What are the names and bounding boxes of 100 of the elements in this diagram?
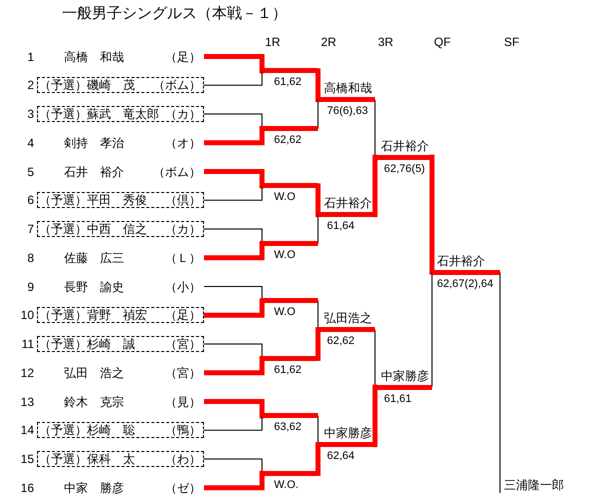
- entry-number: 16: [20, 480, 34, 495]
- player-name: 高橋 和哉: [64, 48, 124, 64]
- club-name: （足）: [165, 308, 201, 322]
- match-score: 62,62: [327, 335, 355, 348]
- player-name: （予選）平田 秀俊: [39, 193, 147, 208]
- player-name: 中家 勝彦: [64, 480, 124, 495]
- player-name: （予選）杉崎 聡: [39, 423, 135, 438]
- player-name: （予選）蘇武 竜太郎: [39, 107, 159, 121]
- round-header: 3R: [378, 35, 394, 49]
- entry-number: 15: [20, 451, 34, 467]
- player-name: 鈴木 克宗: [64, 394, 124, 410]
- diagram-title: 一般男子シングルス（本戦－１）: [62, 4, 287, 24]
- club-name: （わ）: [165, 452, 201, 466]
- club-name: （ボム）: [153, 78, 201, 92]
- player-name: 佐藤 広三: [64, 250, 124, 266]
- entry-number: 14: [20, 422, 34, 438]
- bracket-line: [204, 54, 264, 74]
- bracket-line: [204, 228, 262, 244]
- bracket-line: [204, 470, 264, 490]
- bracket-line: [204, 344, 262, 359]
- bracket-line: [204, 114, 262, 129]
- match-score: 62,76(5): [384, 162, 425, 175]
- winner-name: 高橋和哉: [324, 81, 372, 96]
- club-name: （カ）: [165, 107, 201, 121]
- match-score: 62,67(2),64: [437, 278, 494, 290]
- player-name: （予選）背野 禎宏: [39, 308, 147, 322]
- bracket-line: [316, 327, 320, 364]
- bracket-line: [204, 286, 262, 302]
- winner-name: 石井裕介: [324, 196, 372, 212]
- match-score: W.O.: [274, 478, 298, 491]
- player-name: 剣持 孝治: [64, 134, 124, 151]
- winner-name: 三浦隆一郎: [504, 478, 564, 493]
- player-name: 弘田 浩之: [64, 364, 124, 381]
- entry-number: 12: [20, 364, 34, 381]
- bracket-line: [204, 126, 264, 146]
- bracket-line: [204, 70, 262, 86]
- player-name: （予選）中西 信之: [39, 222, 147, 236]
- entry-number: 2: [26, 77, 34, 94]
- round-header: 1R: [265, 35, 280, 49]
- player-name: （予選）杉崎 誠: [39, 337, 135, 351]
- entry-number: 1: [26, 48, 34, 64]
- bracket-line: [204, 415, 262, 431]
- entry-number: 10: [20, 307, 34, 324]
- winner-name: 中家勝彦: [324, 426, 372, 442]
- player-name: （予選）保科 太: [39, 452, 135, 466]
- club-name: （オ）: [165, 134, 201, 151]
- bracket-line: [316, 66, 320, 102]
- bracket-line: [372, 154, 378, 220]
- entry-number: 7: [26, 221, 34, 237]
- entry-number: 11: [20, 336, 34, 352]
- winner-name: 石井裕介: [381, 138, 429, 154]
- bracket-line: [204, 399, 264, 418]
- bracket-line: [372, 384, 378, 450]
- entry-number: 6: [26, 192, 34, 208]
- player-name: 石井 裕介: [64, 164, 124, 180]
- player-name: （予選）磯崎 茂: [39, 78, 135, 92]
- bracket-line: [430, 152, 434, 275]
- entry-number: 13: [20, 394, 34, 410]
- player-name: 長野 諭史: [64, 278, 124, 294]
- winner-name: 弘田浩之: [324, 311, 372, 326]
- match-score: 61,64: [327, 220, 355, 232]
- bracket-line: [316, 442, 320, 478]
- entry-number: 4: [26, 134, 34, 151]
- club-name: （カ）: [165, 222, 201, 236]
- winner-name: 石井裕介: [437, 254, 485, 269]
- bracket-line: [204, 169, 264, 188]
- match-score: 63,62: [274, 421, 302, 434]
- club-name: （ゼ）: [165, 480, 201, 495]
- match-score: 61,62: [274, 76, 302, 88]
- match-score: 61,62: [274, 364, 302, 376]
- match-score: W.O: [274, 306, 296, 318]
- bracket-line: [316, 180, 320, 218]
- bracket-line: [204, 185, 262, 201]
- club-name: （ボム）: [153, 164, 201, 180]
- match-score: 61,61: [384, 392, 412, 405]
- club-name: （鴨）: [165, 423, 201, 438]
- match-score: W.O: [274, 191, 296, 204]
- club-name: （倶）: [165, 193, 201, 208]
- club-name: （小）: [165, 278, 201, 294]
- bracket-line: [204, 458, 262, 474]
- entry-number: 5: [26, 164, 34, 180]
- club-name: （Ｌ）: [165, 250, 201, 266]
- club-name: （宮）: [165, 337, 201, 351]
- round-header: SF: [504, 35, 520, 49]
- bracket-line: [204, 298, 264, 318]
- club-name: （足）: [165, 48, 201, 64]
- match-score: 76(6),63: [327, 105, 368, 118]
- match-score: 62,62: [274, 134, 302, 146]
- match-score: W.O: [274, 248, 296, 261]
- round-header: QF: [434, 35, 451, 49]
- entry-number: 3: [26, 106, 34, 122]
- bracket-line: [204, 240, 264, 260]
- club-name: （見）: [165, 394, 201, 410]
- entry-number: 8: [26, 250, 34, 266]
- entry-number: 9: [26, 278, 34, 294]
- round-header: 2R: [321, 35, 336, 49]
- club-name: （宮）: [165, 364, 201, 381]
- bracket-line: [204, 356, 264, 376]
- match-score: 62,64: [327, 450, 355, 462]
- winner-name: 中家勝彦: [381, 368, 429, 384]
